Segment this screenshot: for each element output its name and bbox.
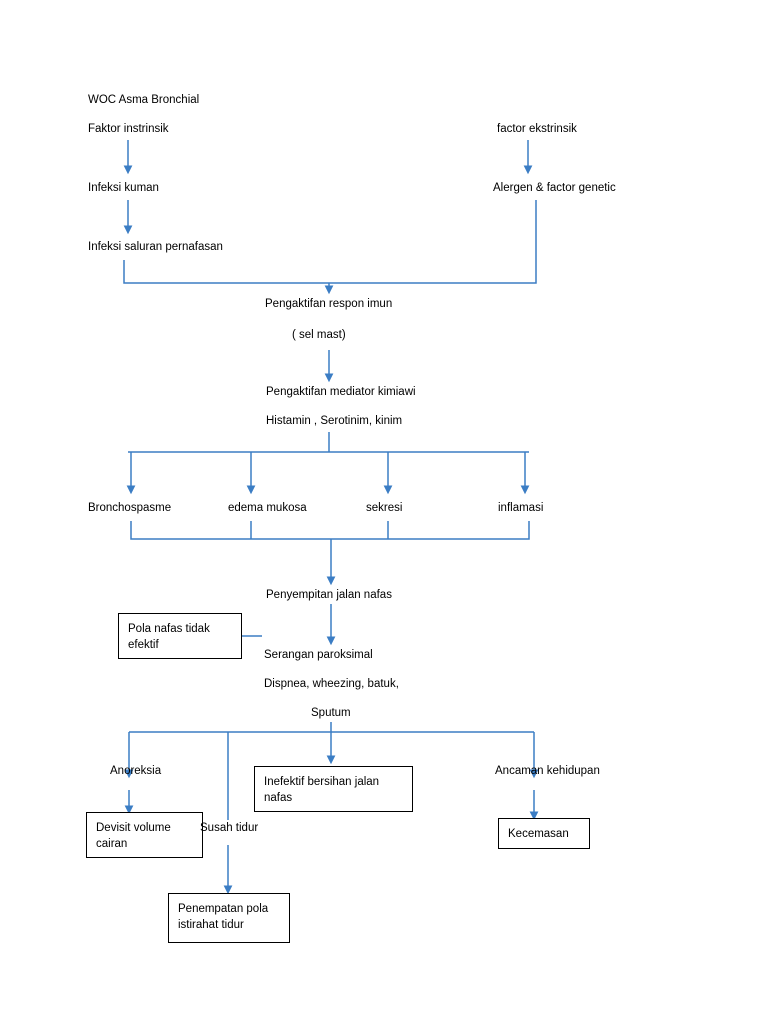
- node-inflamasi: inflamasi: [498, 502, 544, 514]
- node-histamin-serotinim-kinim: Histamin , Serotinim, kinim: [266, 415, 403, 427]
- connector-merge-bar: [130, 521, 530, 540]
- node-factor-ekstrinsik: factor ekstrinsik: [497, 123, 577, 135]
- node-dispnea-wheezing-batuk: Dispnea, wheezing, batuk,: [264, 678, 399, 690]
- node-alergen-factor-genetic: Alergen & factor genetic: [493, 182, 616, 194]
- node-bronchospasme: Bronchospasme: [88, 502, 172, 514]
- node-sel-mast: ( sel mast): [292, 329, 346, 341]
- node-pengaktifan-mediator-kimiawi: Pengaktifan mediator kimiawi: [266, 386, 416, 398]
- node-pengaktifan-respon-imun: Pengaktifan respon imun: [265, 298, 393, 310]
- node-faktor-instrinsik: Faktor instrinsik: [88, 123, 169, 135]
- node-susah-tidur: Susah tidur: [200, 822, 259, 834]
- node-infeksi-kuman: Infeksi kuman: [88, 182, 159, 194]
- node-penyempitan-jalan-nafas: Penyempitan jalan nafas: [266, 589, 392, 601]
- page-title: WOC Asma Bronchial: [88, 94, 200, 106]
- node-sekresi: sekresi: [366, 502, 403, 514]
- box-inefektif-bersihan-jalan-nafas: Inefektif bersihan jalan nafas: [254, 766, 413, 812]
- node-infeksi-saluran-pernafasan: Infeksi saluran pernafasan: [88, 241, 223, 253]
- node-anoreksia: Anoreksia: [110, 765, 162, 777]
- box-penempatan-pola-istirahat-tidur: Penempatan pola istirahat tidur: [168, 893, 290, 943]
- box-kecemasan: Kecemasan: [498, 818, 590, 849]
- node-sputum: Sputum: [311, 707, 351, 719]
- box-pola-nafas-tidak-efektif: Pola nafas tidak efektif: [118, 613, 242, 659]
- node-ancaman-kehidupan: Ancaman kehidupan: [495, 765, 600, 777]
- box-devisit-volume-cairan: Devisit volume cairan: [86, 812, 203, 858]
- node-edema-mukosa: edema mukosa: [228, 502, 307, 514]
- node-serangan-paroksimal: Serangan paroksimal: [264, 649, 373, 661]
